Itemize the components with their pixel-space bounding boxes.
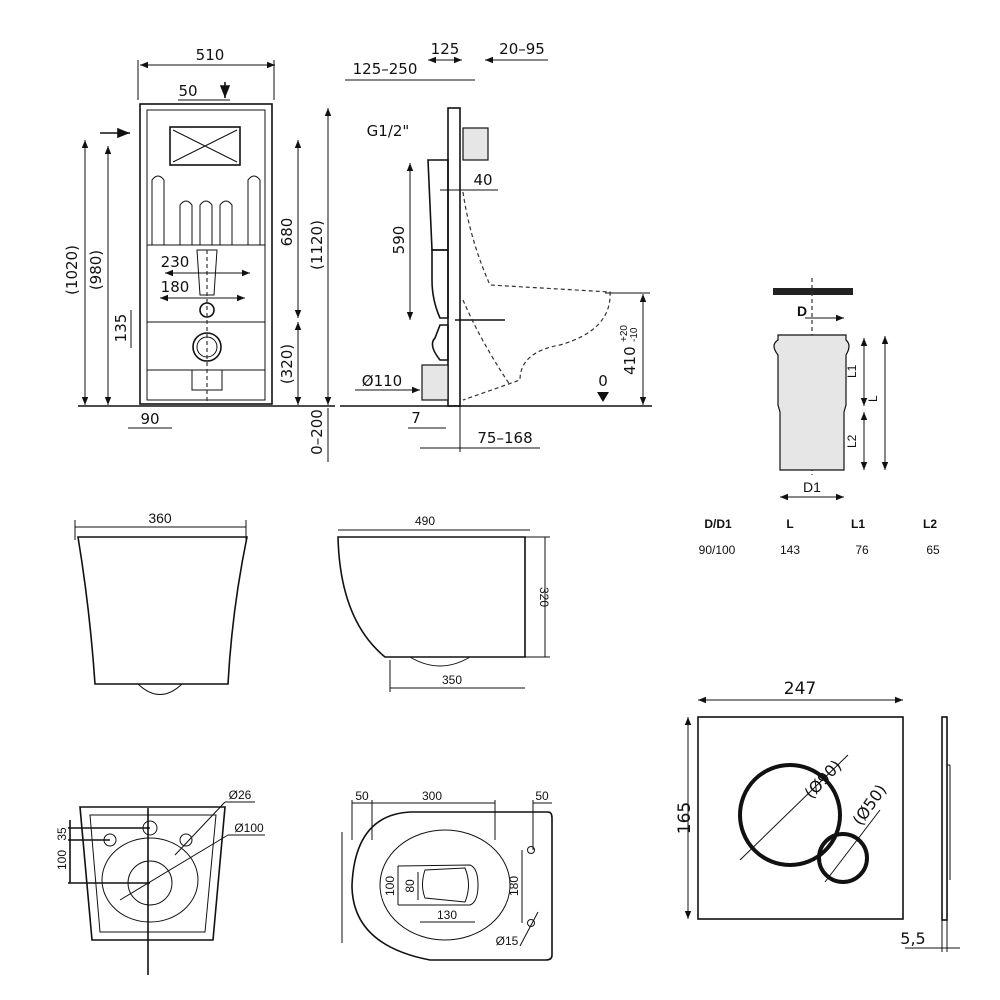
- dim-plate-thickness: 5,5: [900, 929, 925, 948]
- small-flush-button[interactable]: [817, 832, 869, 884]
- flush-plate-side: [462, 127, 489, 161]
- dim-125: 125: [431, 40, 460, 58]
- dim-180: 180: [507, 876, 521, 896]
- dim-50-left: 50: [355, 789, 369, 803]
- dim-100-pan: 100: [383, 876, 397, 896]
- table-cell: 90/100: [699, 543, 736, 557]
- dim-height-1120: (1120): [308, 220, 326, 270]
- dim-foot-90: 90: [140, 410, 159, 428]
- dim-height-590: 590: [390, 226, 408, 255]
- label-L2: L2: [845, 434, 859, 448]
- dim-125-250: 125–250: [353, 60, 418, 78]
- frame-profile: [447, 107, 461, 407]
- dim-hole-diameter-26: Ø26: [229, 788, 252, 802]
- dim-width-230: 230: [161, 253, 190, 271]
- label-L1: L1: [845, 364, 859, 378]
- frame-front-view: 510 50 (1020) (980) 680 (320) (1120) 230…: [63, 46, 335, 462]
- thread-size-label: G1/2": [367, 122, 410, 140]
- dim-floor-0-200: 0–200: [308, 409, 326, 455]
- svg-text:410: 410: [621, 346, 639, 375]
- label-D: D: [797, 303, 807, 319]
- dim-35: 35: [55, 827, 69, 841]
- dim-height-980: (980): [87, 250, 105, 290]
- drain-pipe-adapter: D L1 L L2 D1 D/D1 L L1 L2 90/100 143 76 …: [699, 278, 940, 557]
- flush-plate-side-profile: [941, 716, 948, 921]
- table-header: D/D1: [704, 517, 732, 531]
- dim-height-1020: (1020): [63, 245, 81, 295]
- flush-plate-front: [697, 716, 904, 920]
- dim-small-button-50: (Ø50): [849, 781, 891, 829]
- dim-outlet-diameter-100: Ø100: [234, 821, 264, 835]
- dim-height-320: (320): [278, 344, 296, 384]
- dim-50-right: 50: [535, 789, 549, 803]
- dim-bowl-width-360: 360: [148, 510, 172, 526]
- dim-40: 40: [473, 171, 492, 189]
- dim-seat-height-410: 410 +20 -10: [619, 325, 640, 375]
- bowl-front-view: 360: [74, 510, 248, 695]
- dim-height-680: 680: [278, 218, 296, 247]
- label-L: L: [866, 395, 880, 402]
- dim-bowl-height-320: 320: [537, 587, 551, 607]
- dim-75-168: 75–168: [477, 429, 532, 447]
- dim-20-95: 20–95: [499, 40, 545, 58]
- floor-level-triangle-icon: [597, 392, 609, 402]
- dim-diameter-110: Ø110: [362, 372, 402, 390]
- dim-hole-diameter-15: Ø15: [496, 934, 519, 948]
- dim-bowl-base-350: 350: [442, 673, 462, 687]
- table-header: L1: [851, 517, 865, 531]
- frame-outline: [139, 103, 273, 405]
- dim-bowl-length-490: 490: [415, 514, 435, 528]
- bowl-back-view: Ø26 Ø100 35 100: [55, 788, 265, 975]
- floor-zero-label: 0: [598, 372, 608, 390]
- frame-side-view: 125 20–95 125–250 G1/2" 40 590 Ø110 7 75…: [340, 40, 652, 452]
- svg-text:+20: +20: [619, 325, 630, 342]
- dim-plate-width-247: 247: [784, 679, 816, 699]
- dim-offset-50: 50: [178, 82, 197, 100]
- dim-plate-height-165: 165: [675, 802, 695, 834]
- table-cell: 143: [780, 543, 800, 557]
- pipe-spec-table: D/D1 L L1 L2 90/100 143 76 65: [699, 517, 940, 557]
- flush-plate-view: 247 165 (Ø90) (Ø50) 5,5: [675, 679, 960, 952]
- bowl-side-view: 490 320 350: [337, 514, 551, 692]
- dim-130: 130: [437, 908, 457, 922]
- dim-80: 80: [403, 879, 417, 893]
- dim-7: 7: [411, 409, 421, 427]
- table-cell: 76: [855, 543, 869, 557]
- cistern-opening: [169, 126, 241, 166]
- table-header: L: [786, 517, 793, 531]
- label-D1: D1: [803, 479, 821, 495]
- dim-100: 100: [55, 850, 69, 870]
- dim-300: 300: [422, 789, 442, 803]
- dim-height-135: 135: [112, 314, 130, 343]
- table-header: L2: [923, 517, 937, 531]
- dim-width-510: 510: [196, 46, 225, 64]
- bowl-top-view: 50 300 50 100 80 130 180 Ø15: [341, 789, 553, 961]
- dim-width-180: 180: [161, 278, 190, 296]
- big-flush-button[interactable]: [738, 763, 842, 867]
- table-cell: 65: [926, 543, 940, 557]
- svg-text:-10: -10: [629, 327, 640, 342]
- dim-big-button-90: (Ø90): [801, 756, 846, 802]
